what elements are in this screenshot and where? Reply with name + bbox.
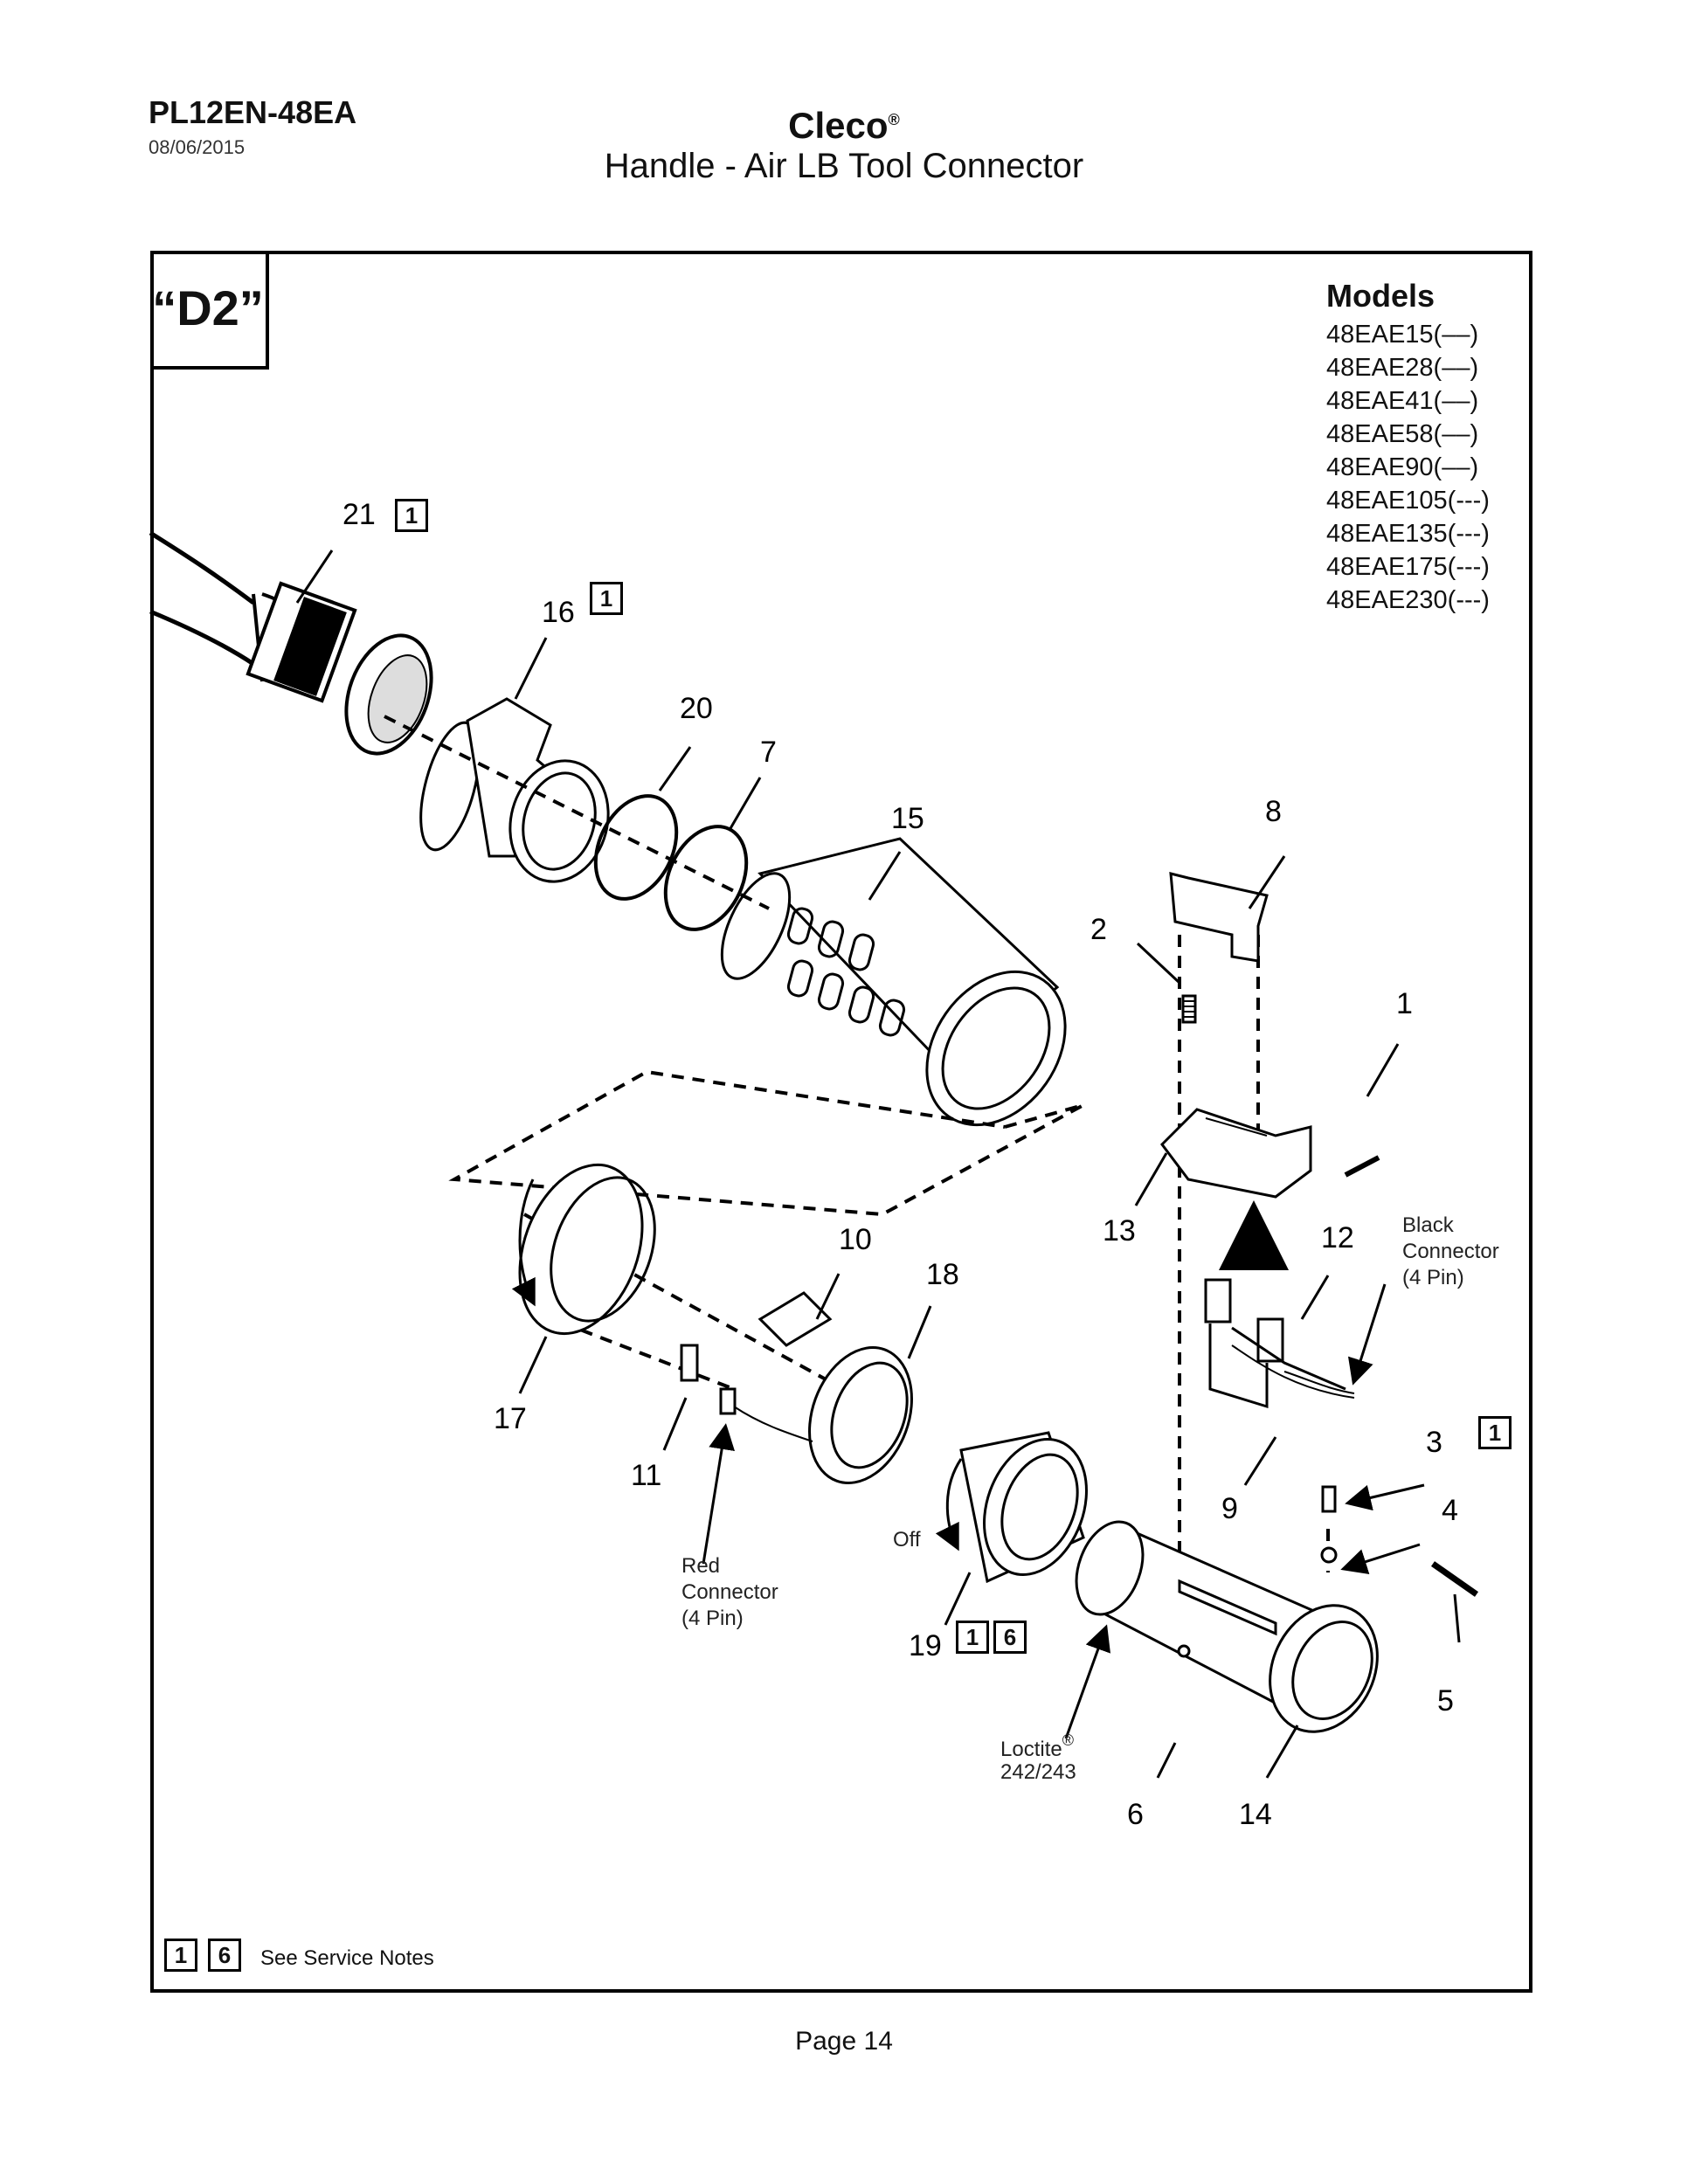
red-connector-wire <box>719 1387 813 1442</box>
callout-13: 13 <box>1103 1214 1136 1248</box>
black-connector-line2: Connector <box>1402 1240 1499 1263</box>
red-connector-line2: Connector <box>681 1580 778 1604</box>
leader-lines <box>295 549 1461 1779</box>
part-21-cable-connector <box>149 530 433 756</box>
registered-mark: ® <box>888 111 900 128</box>
model-item: 48EAE175(---) <box>1326 553 1490 581</box>
service-note-box: 1 <box>1478 1416 1512 1449</box>
part-19-lock-ring <box>935 1431 1088 1584</box>
callout-8: 8 <box>1265 795 1282 828</box>
callout-labels: 21 16 20 7 15 8 2 1 13 12 10 18 17 11 3 … <box>342 498 1458 1831</box>
callout-3: 3 <box>1426 1426 1442 1459</box>
black-connector-line1: Black <box>1402 1213 1455 1237</box>
callout-5: 5 <box>1437 1684 1454 1717</box>
part-13-bracket <box>1160 1108 1312 1199</box>
callout-18: 18 <box>926 1258 959 1291</box>
callout-19: 19 <box>909 1629 942 1662</box>
part-1-pin <box>1344 1155 1380 1178</box>
brand-title: Cleco® <box>0 105 1688 147</box>
model-item: 48EAE15(––) <box>1326 321 1479 349</box>
brand-name: Cleco <box>788 105 889 146</box>
part-18-nut <box>808 1346 913 1484</box>
red-connector-line1: Red <box>681 1554 720 1578</box>
legend-text: See Service Notes <box>260 1946 434 1970</box>
part-16-collar <box>419 697 610 883</box>
model-item: 48EAE41(––) <box>1326 387 1479 415</box>
model-item: 48EAE58(––) <box>1326 420 1479 448</box>
models-list: 48EAE15(––) 48EAE28(––) 48EAE41(––) 48EA… <box>1326 318 1490 617</box>
callout-12: 12 <box>1321 1221 1354 1254</box>
part-12-switch-assembly <box>1204 1278 1355 1409</box>
legend-box-1: 1 <box>164 1939 197 1972</box>
callout-16: 16 <box>542 596 575 629</box>
annotation-labels: Black Connector (4 Pin) Red Connector (4… <box>681 1213 1499 1784</box>
loctite-label: Loctite® <box>1000 1731 1074 1761</box>
loctite-grades: 242/243 <box>1000 1760 1076 1784</box>
view-label: “D2” <box>150 251 269 370</box>
model-item: 48EAE230(---) <box>1326 586 1490 614</box>
callout-1: 1 <box>1396 987 1413 1020</box>
callout-15: 15 <box>891 802 924 835</box>
models-heading: Models <box>1326 278 1435 314</box>
part-14-handle <box>1075 1520 1379 1733</box>
service-note-box: 1 <box>395 499 428 532</box>
parts-10-11 <box>680 1291 833 1382</box>
part-15-grip-sleeve <box>720 837 1067 1127</box>
model-item: 48EAE135(---) <box>1326 520 1490 548</box>
page-subtitle: Handle - Air LB Tool Connector <box>604 147 1084 185</box>
part-17-ring <box>511 1163 656 1336</box>
callout-21: 21 <box>342 498 376 531</box>
callout-7: 7 <box>760 736 777 769</box>
off-label: Off <box>893 1528 921 1552</box>
part-8-cap <box>1169 872 1269 963</box>
page-number: Page 14 <box>795 2027 893 2056</box>
model-item: 48EAE28(––) <box>1326 354 1479 382</box>
callout-10: 10 <box>839 1223 872 1256</box>
part-2-spring <box>1181 994 1197 1024</box>
small-hardware <box>1177 1485 1479 1658</box>
callout-6: 6 <box>1127 1798 1144 1831</box>
callout-11: 11 <box>631 1459 661 1492</box>
red-connector-line3: (4 Pin) <box>681 1607 744 1630</box>
model-item: 48EAE105(---) <box>1326 487 1490 515</box>
callout-17: 17 <box>494 1402 527 1435</box>
diagram-frame <box>150 251 1532 1993</box>
callout-20: 20 <box>680 692 713 725</box>
callout-14: 14 <box>1239 1798 1272 1831</box>
service-note-box: 6 <box>993 1621 1027 1654</box>
callout-9: 9 <box>1221 1492 1238 1525</box>
document-date: 08/06/2015 <box>149 136 246 158</box>
black-connector-line3: (4 Pin) <box>1402 1266 1464 1289</box>
model-item: 48EAE90(––) <box>1326 453 1479 481</box>
callout-2: 2 <box>1090 913 1107 946</box>
callout-4: 4 <box>1442 1494 1458 1527</box>
legend-box-6: 6 <box>208 1939 241 1972</box>
document-id: PL12EN-48EA <box>149 94 357 130</box>
service-note-box: 1 <box>590 582 623 615</box>
service-note-box: 1 <box>956 1621 989 1654</box>
